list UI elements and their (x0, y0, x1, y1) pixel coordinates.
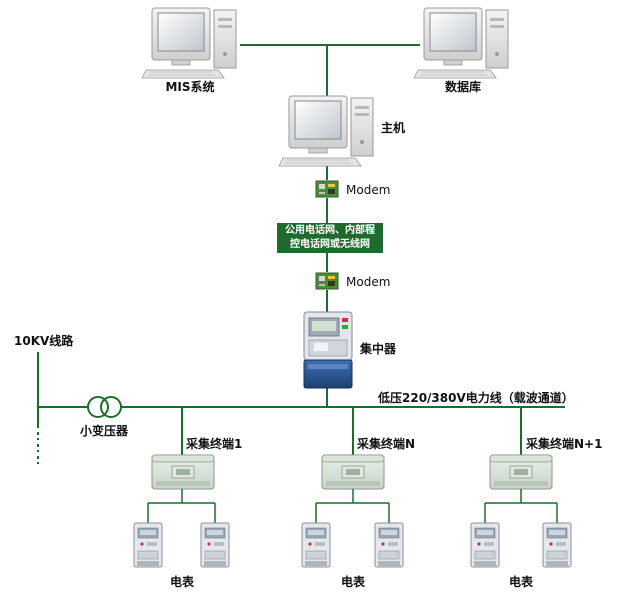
terminal-1-wiring (147, 489, 216, 523)
terminal-n-meter-label: 电表 (341, 574, 366, 589)
terminal-n-wiring (315, 489, 390, 523)
meter-n1b-icon (542, 522, 572, 568)
terminal-n1-meter-label: 电表 (509, 574, 534, 589)
terminal-1-meter-label: 电表 (170, 574, 195, 589)
network-line-1: 公用电话网、内部程 (285, 225, 375, 236)
database-computer (413, 7, 509, 79)
network-line-2: 控电话网或无线网 (290, 239, 370, 250)
terminal-drops (181, 407, 522, 455)
power-line-label: 低压220/380V电力线（载波通道） (377, 390, 574, 405)
host-label: 主机 (381, 120, 405, 135)
concentrator-label: 集中器 (359, 341, 397, 356)
transformer-label: 小变压器 (80, 423, 129, 438)
modem-top-label: Modem (346, 183, 390, 197)
meter-na-icon (301, 522, 331, 568)
concentrator-icon (303, 311, 353, 389)
terminal-n1-wiring (484, 489, 558, 523)
terminal-n1-label: 采集终端N+1 (525, 436, 602, 451)
host-computer (278, 95, 374, 167)
terminal-n-icon (321, 454, 385, 490)
meter-nb-icon (374, 522, 404, 568)
modem-bottom-icon (315, 272, 339, 290)
terminal-n-label: 采集终端N (356, 436, 415, 451)
terminal-n1-icon (489, 454, 553, 490)
10kv-line (37, 352, 88, 464)
terminal-1-label: 采集终端1 (185, 436, 242, 451)
meter-n1a-icon (470, 522, 500, 568)
database-label: 数据库 (445, 79, 481, 94)
modem-bottom-label: Modem (346, 275, 390, 289)
meter-1b-icon (200, 522, 230, 568)
mis-label: MIS系统 (165, 79, 214, 94)
modem-top-icon (315, 180, 339, 198)
10kv-line-label: 10KV线路 (14, 333, 74, 348)
meter-1a-icon (133, 522, 163, 568)
transformer-icon (87, 396, 122, 418)
network-box: 公用电话网、内部程 控电话网或无线网 (277, 223, 383, 253)
mis-computer (141, 7, 237, 79)
terminal-1-icon (151, 454, 215, 490)
